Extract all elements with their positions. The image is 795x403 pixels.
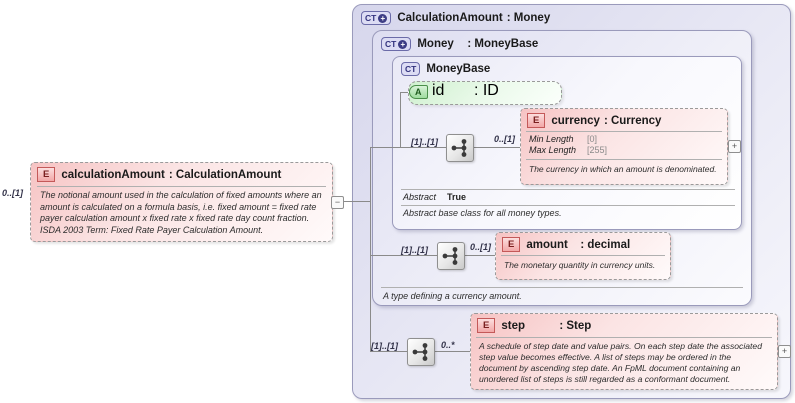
complex-type-badge: CT (401, 62, 421, 76)
collapse-button[interactable]: − (331, 196, 344, 209)
connector-line (433, 351, 470, 352)
element-box-amount[interactable]: E amount : decimal The monetary quantity … (495, 232, 671, 280)
facet-min-length: Min Length [0] (529, 134, 597, 144)
facet-value: [0] (587, 134, 598, 144)
element-annotation: A schedule of step date and value pairs.… (479, 341, 762, 384)
divider (401, 205, 735, 206)
element-name: amount (526, 238, 568, 251)
cardinality-label: [1]..[1] (411, 137, 438, 147)
connector-trunk-line (370, 147, 371, 352)
type-name: MoneyBase (426, 63, 491, 75)
element-name: calculationAmount (61, 168, 165, 181)
element-badge: E (477, 318, 496, 333)
abstract-facet: Abstract True (403, 192, 466, 202)
sequence-compositor-icon[interactable] (437, 242, 465, 270)
element-name: step (501, 319, 525, 332)
element-box-calculation-amount[interactable]: E calculationAmount: CalculationAmount T… (30, 162, 333, 242)
complex-type-header: CT+ Money : MoneyBase (381, 37, 538, 51)
connector-line (472, 147, 520, 148)
base-type: : Money (506, 12, 551, 24)
attribute-name: id (431, 82, 445, 99)
sequence-icon (412, 343, 428, 361)
attribute-connector-line (400, 92, 401, 147)
facet-value: True (447, 192, 467, 202)
type-name: Money (417, 38, 454, 50)
divider (381, 287, 743, 288)
facet-label: Min Length (529, 134, 574, 144)
sequence-compositor-icon[interactable] (446, 134, 474, 162)
divider (37, 186, 326, 187)
cardinality-label: [1]..[1] (401, 245, 428, 255)
divider (401, 189, 735, 190)
element-badge: E (527, 113, 546, 128)
connector-line (463, 255, 495, 256)
connector-line (370, 351, 407, 352)
divider (501, 255, 665, 256)
sequence-icon (442, 247, 458, 265)
element-badge: E (502, 237, 521, 252)
divider (476, 337, 772, 338)
element-header: E calculationAmount: CalculationAmount (37, 167, 281, 182)
element-box-currency[interactable]: E currency: Currency Min Length [0] Max L… (520, 108, 728, 185)
expand-button[interactable]: + (778, 345, 791, 358)
facet-max-length: Max Length [255] (529, 145, 607, 155)
ct-badge-label: CT (365, 13, 377, 23)
complex-type-extension-badge: CT+ (361, 11, 392, 25)
connector-line (343, 201, 370, 202)
element-type: : decimal (580, 238, 631, 251)
cardinality-label: 0..[1] (470, 242, 492, 252)
moneybase-annotation: Abstract base class for all money types. (403, 208, 562, 218)
base-type: : MoneyBase (467, 38, 539, 50)
expand-button[interactable]: + (728, 140, 741, 153)
extension-plus-icon: + (378, 13, 388, 23)
element-name: currency (551, 114, 600, 127)
attribute-header: A id : ID (409, 82, 561, 100)
ct-badge-label: CT (405, 64, 417, 74)
element-type: : Step (559, 319, 592, 332)
element-annotation: The currency in which an amount is denom… (529, 164, 717, 174)
connector-line (370, 147, 446, 148)
complex-type-header: CT MoneyBase (401, 62, 490, 76)
facet-value: [255] (587, 145, 608, 155)
element-header: E amount : decimal (502, 237, 630, 252)
attribute-box-id[interactable]: A id : ID (408, 81, 562, 105)
element-header: E currency: Currency (527, 113, 661, 128)
attribute-connector-line (400, 92, 408, 93)
attribute-badge: A (409, 85, 428, 99)
extension-plus-icon: + (398, 39, 408, 49)
ct-badge-label: CT (385, 39, 397, 49)
cardinality-label: [1]..[1] (371, 341, 398, 351)
cardinality-label: 0..[1] (494, 134, 516, 144)
element-badge: E (37, 167, 56, 182)
cardinality-label: 0..* (441, 340, 455, 350)
type-name: CalculationAmount (397, 12, 503, 24)
facet-label: Max Length (529, 145, 577, 155)
complex-type-header: CT+ CalculationAmount: Money (361, 11, 550, 25)
facet-label: Abstract (403, 192, 437, 202)
money-annotation: A type defining a currency amount. (383, 291, 522, 301)
cardinality-label: 0..[1] (2, 188, 24, 198)
element-header: E step : Step (477, 318, 591, 333)
sequence-compositor-icon[interactable] (407, 338, 435, 366)
complex-type-extension-badge: CT+ (381, 37, 412, 51)
element-box-step[interactable]: E step : Step A schedule of step date and… (470, 313, 778, 390)
element-type: : CalculationAmount (168, 168, 282, 181)
divider (526, 131, 722, 132)
element-annotation: The notional amount used in the calculat… (40, 190, 322, 235)
sequence-icon (451, 139, 467, 157)
element-type: : Currency (603, 114, 662, 127)
element-annotation: The monetary quantity in currency units. (504, 260, 656, 270)
attribute-type: : ID (473, 82, 499, 99)
connector-line (370, 255, 437, 256)
divider (526, 159, 722, 160)
